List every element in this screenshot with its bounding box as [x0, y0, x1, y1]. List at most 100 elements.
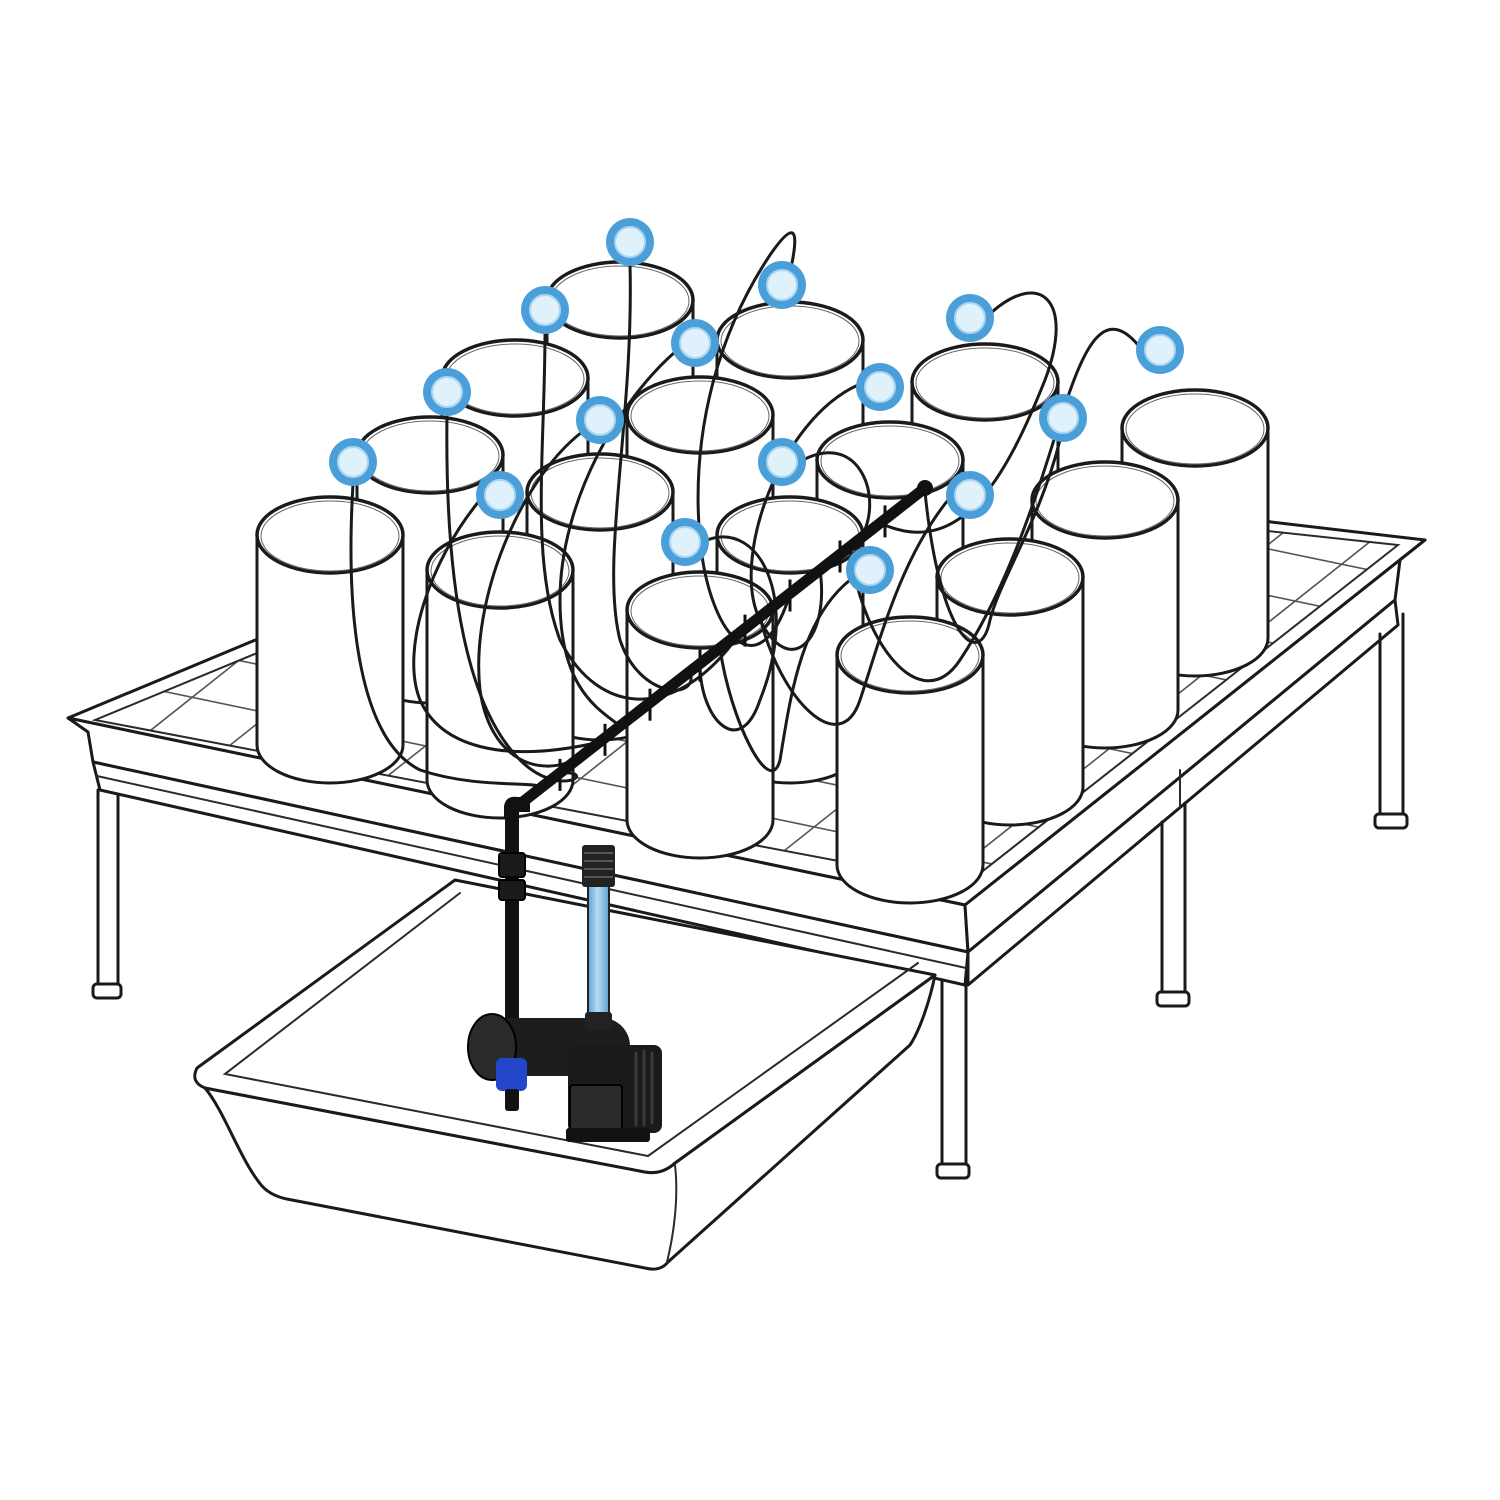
drip-line [477, 430, 584, 768]
pump-outlet-connector [496, 1058, 527, 1091]
drip-emitter-icon [606, 218, 654, 266]
drip-line [349, 482, 542, 790]
drip-emitter-icon [671, 319, 719, 367]
leg-foot [1155, 990, 1191, 1008]
pump-outlet-nozzle [505, 1089, 519, 1111]
drip-emitter-icon [661, 518, 709, 566]
emitter-center [679, 327, 711, 359]
drip-emitter-icon [946, 294, 994, 342]
tube-inlet-collar [585, 1012, 612, 1030]
drip-line [749, 383, 860, 651]
leg-foot [1373, 812, 1409, 830]
manifold-stakes [558, 505, 887, 791]
manifold-tube [509, 482, 931, 814]
pot-rim-inner [820, 425, 960, 497]
pipe-coupling-upper [498, 852, 526, 878]
emitter-center [954, 302, 986, 334]
drip-emitter-icon [946, 471, 994, 519]
pot-body [625, 608, 775, 860]
pot-rim [625, 375, 775, 455]
drip-line [412, 498, 602, 754]
drip-emitter-icon [758, 261, 806, 309]
pot-rim [525, 452, 675, 532]
drip-line [801, 451, 872, 541]
emitter-center [766, 269, 798, 301]
table-stand [91, 598, 1409, 1180]
emitter-center [337, 446, 369, 478]
drip-emitter-icon [329, 438, 377, 486]
emitter-center [614, 226, 646, 258]
leg-foot [935, 1162, 971, 1180]
tray-right-wall [963, 538, 1427, 954]
drip-lines [349, 231, 1140, 790]
emitter-center [1047, 402, 1079, 434]
pot-rim-inner [1035, 465, 1175, 537]
pot-body [255, 533, 405, 785]
emitter-center [1144, 334, 1176, 366]
drip-emitter-icon [423, 368, 471, 416]
pot-rim [425, 530, 575, 610]
pot-rim [255, 495, 405, 575]
pipe-coupling-lower [498, 879, 526, 901]
emitter-center [669, 526, 701, 558]
drip-line [445, 412, 579, 783]
pot-rim-inner [260, 500, 400, 572]
strainer-ridges [584, 852, 613, 878]
emitter-center [864, 371, 896, 403]
pot-rim-inner [915, 347, 1055, 419]
pump-front-face [569, 1084, 623, 1134]
drip-emitter-icon [1039, 394, 1087, 442]
manifold-end-cap [917, 480, 933, 496]
drip-line [923, 438, 1062, 644]
pump-cooling-fins [634, 1050, 654, 1126]
pot-rim [1120, 388, 1270, 468]
pot-rim-inner [940, 542, 1080, 614]
drip-line [758, 498, 950, 726]
drip-line [558, 350, 677, 728]
emitter-center [954, 479, 986, 511]
drip-emitter-icon [476, 471, 524, 519]
pot-rim [910, 342, 1060, 422]
reservoir-rim-inner [222, 892, 919, 1158]
drip-line [848, 328, 1140, 683]
table-leg-back-right [1373, 612, 1409, 830]
pump-base [566, 1128, 650, 1142]
emitter-center [431, 376, 463, 408]
pot-rim [545, 260, 695, 340]
drip-line [698, 535, 778, 732]
table-leg-front-left [91, 788, 123, 1000]
emitter-center [529, 294, 561, 326]
intake-tube [587, 884, 610, 1034]
reservoir-corner-edge [666, 1164, 678, 1263]
drip-emitter-icon [521, 286, 569, 334]
emitter-center [584, 404, 616, 436]
emitter-center [766, 446, 798, 478]
table-leg-front [935, 978, 971, 1180]
drip-emitters [329, 218, 1184, 594]
grow-pot [255, 495, 405, 785]
drip-emitter-icon [856, 363, 904, 411]
drip-emitter-icon [1136, 326, 1184, 374]
pot-rim [835, 615, 985, 695]
table-apron-right [966, 598, 1400, 987]
pot-rim-inner [1125, 393, 1265, 465]
table-leg-middle-right [1155, 801, 1191, 1008]
drip-line [539, 330, 742, 701]
emitter-center [484, 479, 516, 511]
drip-emitter-icon [576, 396, 624, 444]
emitter-center [854, 554, 886, 586]
drip-emitter-icon [846, 546, 894, 594]
pot-rim-inner [840, 620, 980, 692]
intake-strainer [582, 845, 615, 887]
table-apron-front-line [96, 775, 967, 969]
pot-rim-inner [430, 535, 570, 607]
pot-rim [815, 420, 965, 500]
pot-rim [1030, 460, 1180, 540]
leg-foot [91, 982, 123, 1000]
drip-line [878, 291, 1058, 534]
pot-rim [935, 537, 1085, 617]
pump-assembly [467, 805, 662, 1142]
pot-body [835, 653, 985, 905]
drip-line [718, 578, 852, 773]
